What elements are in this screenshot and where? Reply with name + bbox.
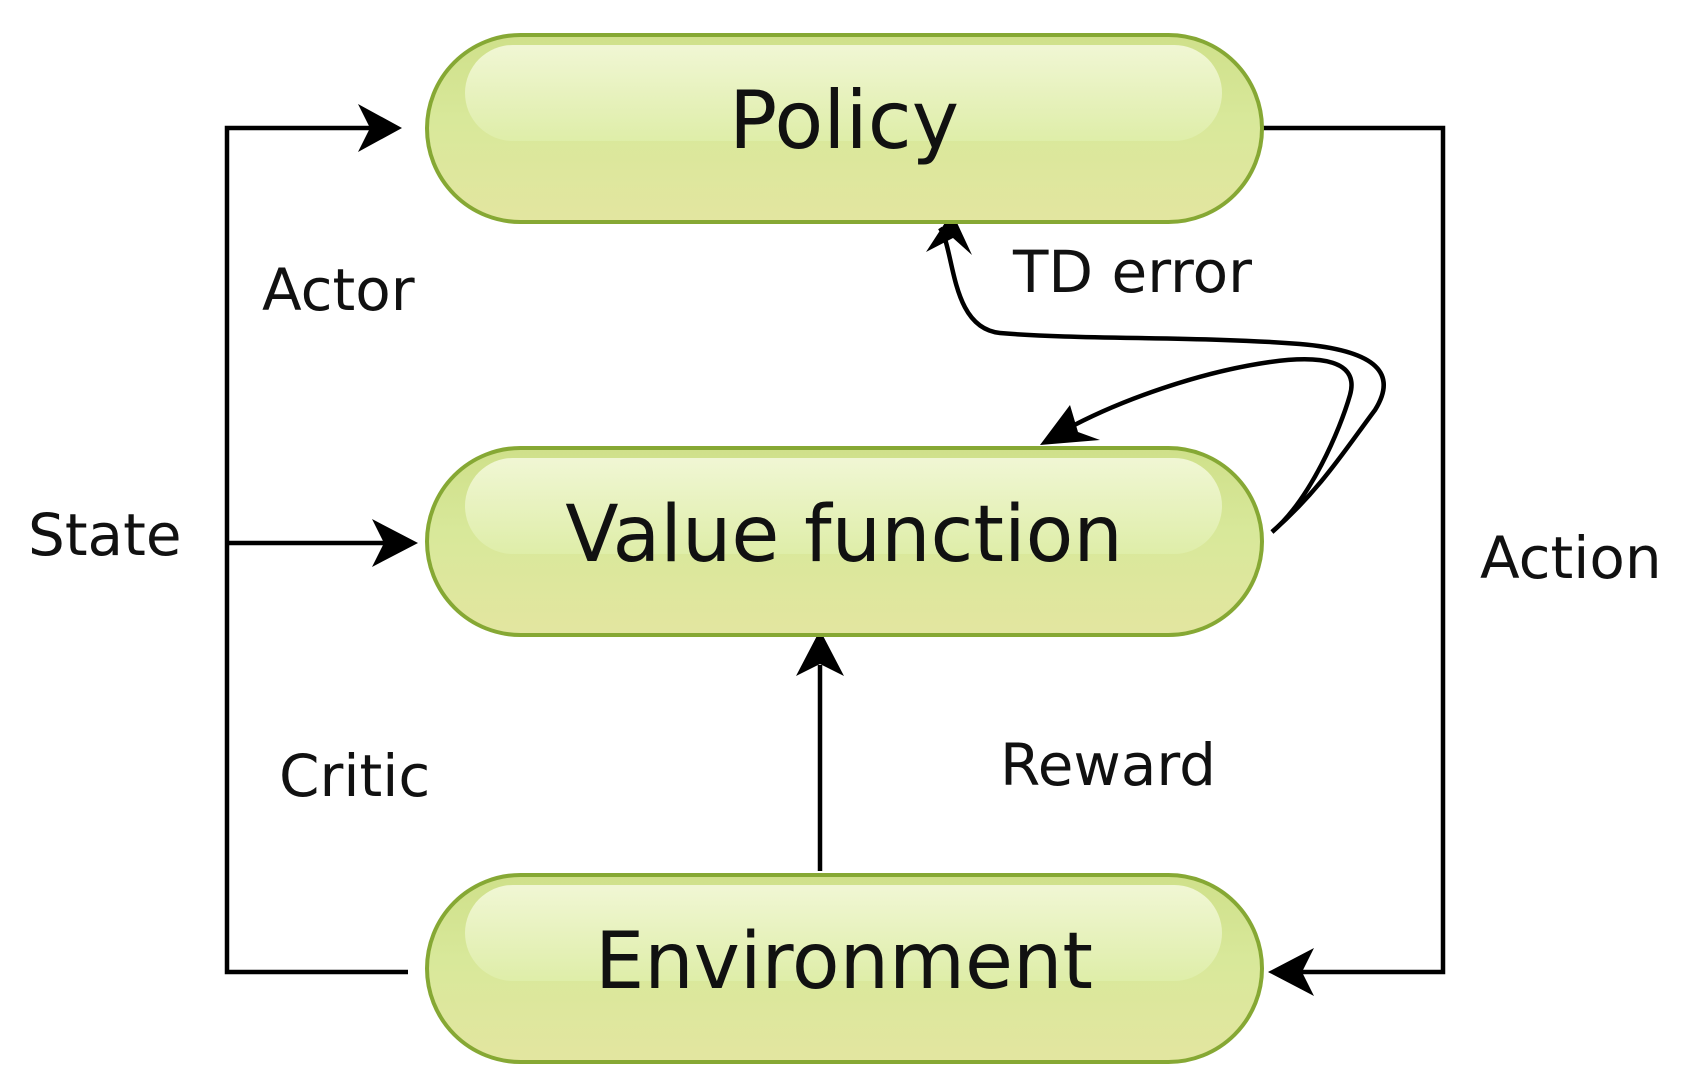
arrowhead-reward <box>796 630 844 676</box>
action-label: Action <box>1480 524 1662 592</box>
td-error-to-value-curve <box>1063 357 1354 534</box>
environment-node: Environment <box>425 873 1264 1064</box>
action-loop-line <box>1262 125 1446 975</box>
actor-label: Actor <box>262 256 415 324</box>
arrowhead-into-policy <box>358 104 402 152</box>
arrowhead-td-policy <box>926 212 972 255</box>
value-function-node: Value function <box>425 446 1264 637</box>
policy-label: Policy <box>729 74 959 167</box>
policy-node: Policy <box>425 33 1264 224</box>
state-label: State <box>28 501 182 569</box>
reward-label: Reward <box>1000 731 1216 799</box>
arrowhead-td-value <box>1040 405 1100 445</box>
arrowhead-into-value <box>372 519 418 567</box>
critic-label: Critic <box>279 742 430 810</box>
environment-label: Environment <box>595 917 1093 1007</box>
value-function-label: Value function <box>565 490 1123 580</box>
td-error-label: TD error <box>1012 238 1252 306</box>
arrowhead-into-environment <box>1268 948 1314 996</box>
state-loop-line <box>224 125 408 975</box>
td-error-to-policy-curve <box>938 226 1386 534</box>
